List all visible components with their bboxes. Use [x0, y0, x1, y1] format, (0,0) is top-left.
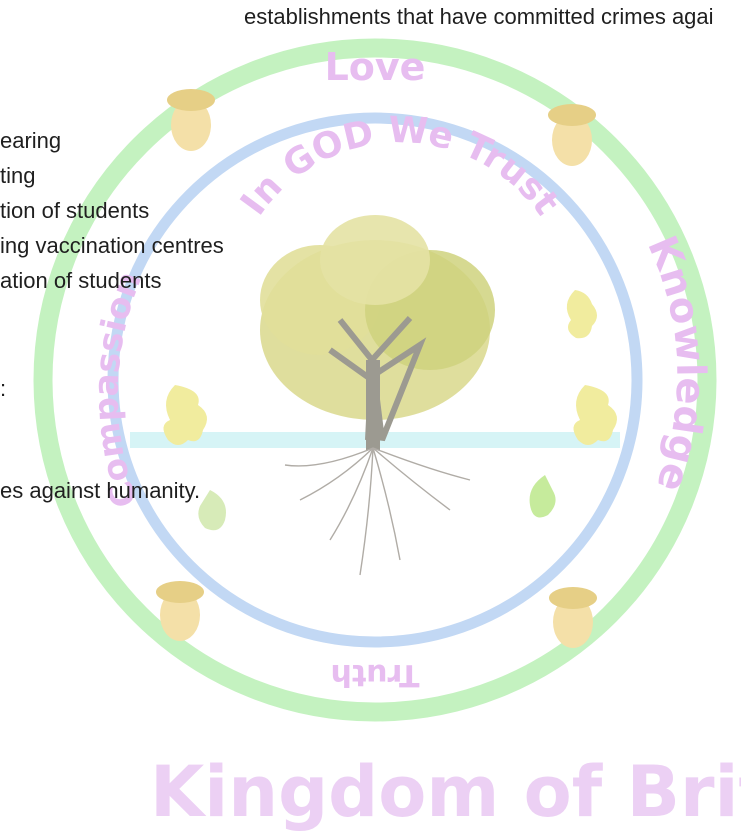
acorn-icon — [156, 581, 204, 641]
oak-leaf-icon — [573, 385, 617, 445]
seal-top-word: Love — [325, 45, 426, 89]
tree-of-life-icon — [260, 215, 495, 576]
acorn-icon — [167, 89, 215, 151]
oak-leaf-icon — [566, 290, 597, 339]
seal-bottom-word: Truth — [330, 657, 419, 692]
oak-leaf-icon — [163, 385, 207, 445]
text-line: ting — [0, 163, 36, 188]
text-line: ing vaccination centres — [0, 233, 224, 258]
text-line: earing — [0, 128, 62, 153]
outer-ring — [33, 38, 717, 722]
acorn-icon — [549, 587, 597, 648]
oak-leaf-icon — [529, 475, 556, 518]
kingdom-footer-text: Kingdom of Britain — [150, 752, 741, 832]
inner-ring — [107, 112, 643, 648]
text-line: es against humanity. — [0, 478, 201, 503]
text-line: : — [0, 376, 7, 401]
text-line: establishments that have committed crime… — [244, 4, 714, 29]
acorn-icon — [548, 104, 596, 166]
text-line: tion of students — [0, 198, 150, 223]
oak-leaf-icon — [198, 490, 226, 531]
text-line: ation of students — [0, 268, 162, 293]
kingdom-footer: Kingdom of Britain — [0, 752, 741, 832]
